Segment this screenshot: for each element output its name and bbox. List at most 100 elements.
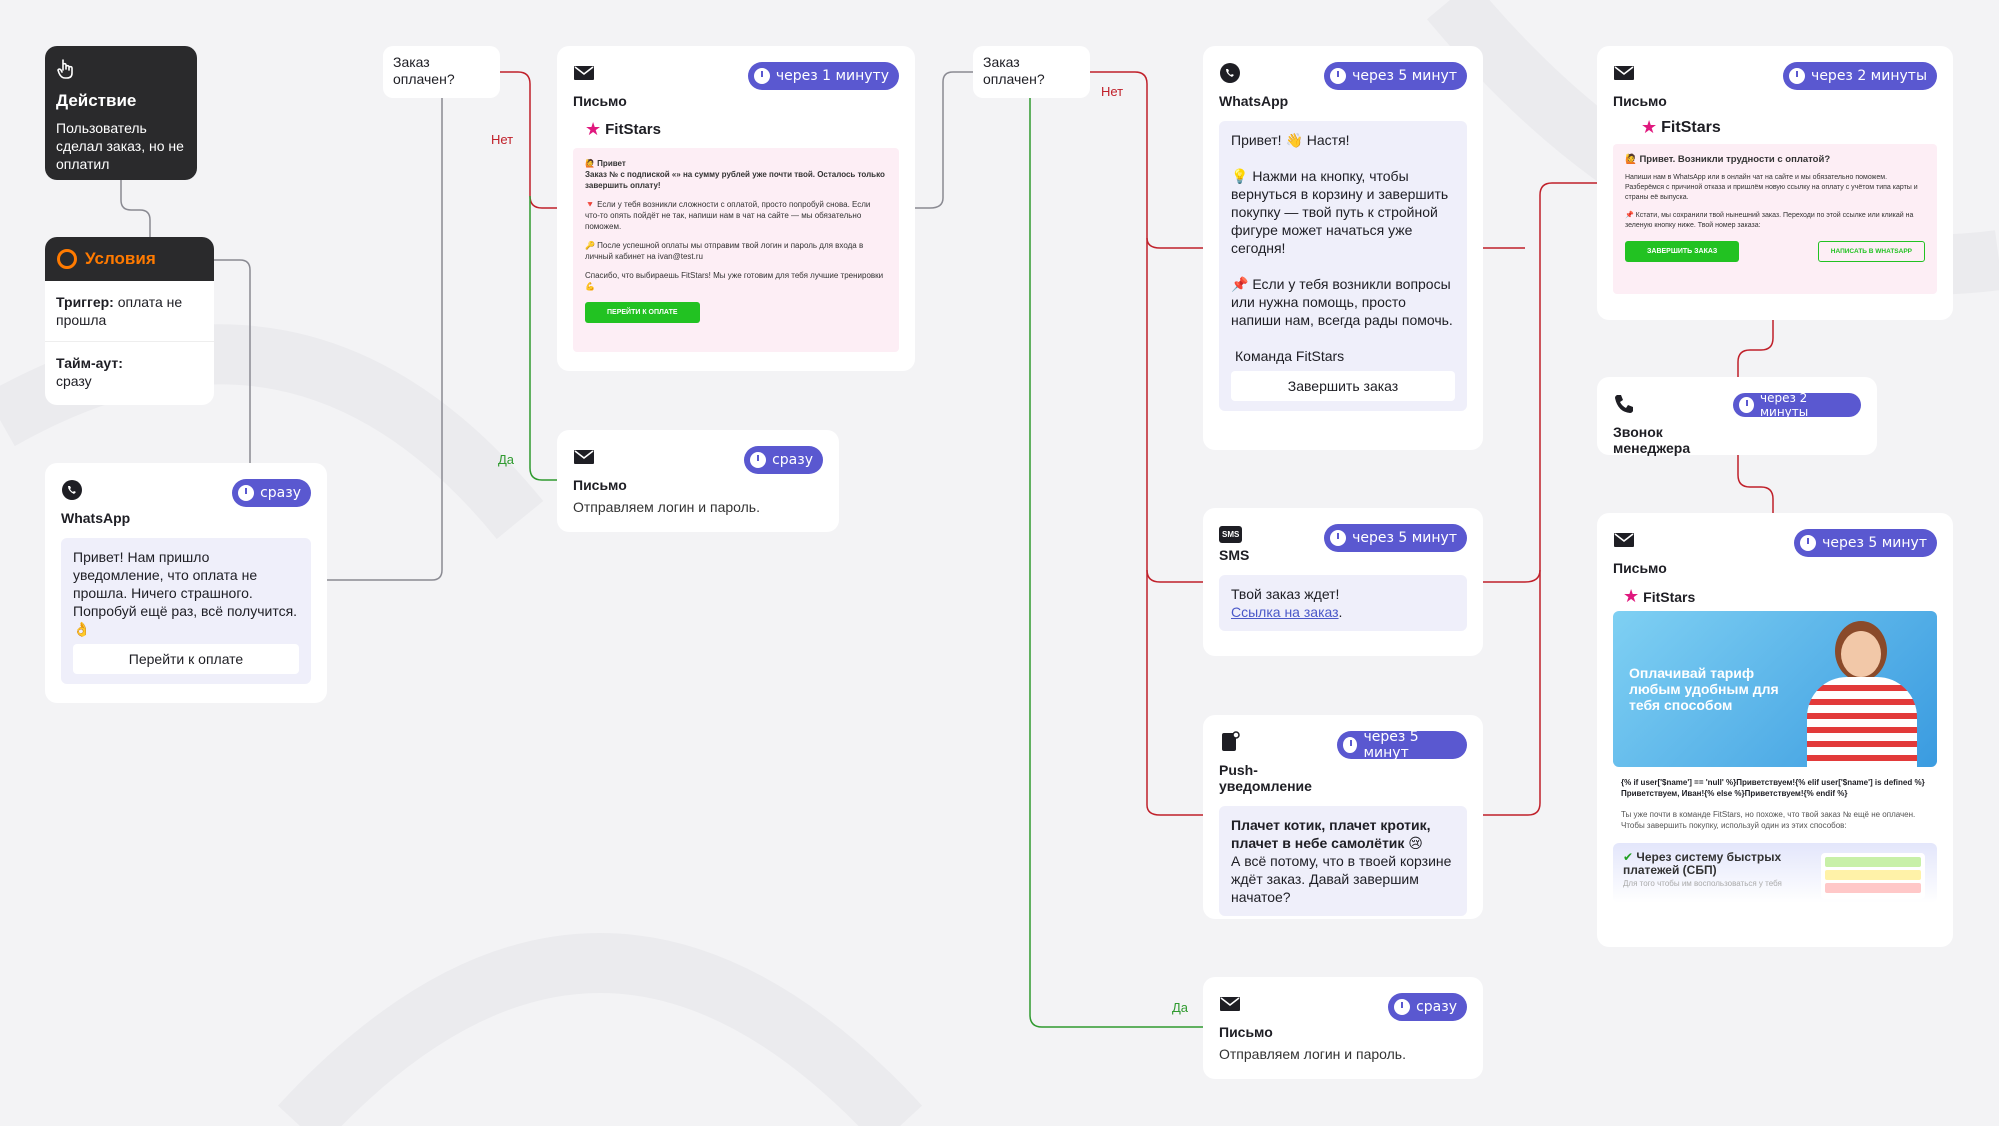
node-title: Письмо — [1613, 560, 1667, 576]
timer-icon — [1739, 397, 1754, 413]
timer-icon — [753, 68, 770, 84]
branch-label-yes: Да — [498, 452, 515, 467]
timing-badge: сразу — [232, 479, 311, 507]
timing-badge-label: через 5 минут — [1352, 68, 1457, 84]
complete-order-button[interactable]: Завершить заказ — [1231, 371, 1455, 401]
message-bubble: Привет! Нам пришло уведомление, что опла… — [61, 538, 311, 684]
timer-icon — [1343, 737, 1358, 753]
brand-logo: ★FitStars — [1623, 586, 1937, 607]
timer-icon — [238, 485, 255, 501]
whatsapp-icon — [1220, 63, 1240, 83]
envelope-icon — [574, 450, 594, 464]
push-bold-text: Плачет котик, плачет кротик, плачет в не… — [1231, 817, 1431, 851]
email-p3: Спасибо, что выбираешь FitStars! Мы уже … — [585, 271, 884, 291]
email-node-2[interactable]: Письмо сразу Отправляем логин и пароль. — [557, 430, 839, 532]
order-link[interactable]: Ссылка на заказ — [1231, 604, 1339, 620]
timing-badge: через 5 минут — [1324, 62, 1467, 90]
timing-badge-label: сразу — [1416, 999, 1457, 1015]
circle-icon — [57, 249, 77, 269]
email-preview: 🙋 Привет. Возникли трудности с оплатой? … — [1613, 144, 1937, 294]
brand-logo: ★FitStars — [1641, 117, 1937, 138]
check-icon: ✔ — [1623, 850, 1634, 864]
envelope-icon — [1614, 533, 1634, 547]
message-signature: Команда FitStars — [1235, 348, 1345, 364]
email-buttons: ЗАВЕРШИТЬ ЗАКАЗ НАПИСАТЬ В WHATSAPP — [1625, 241, 1925, 262]
whatsapp-node-1[interactable]: WhatsApp сразу Привет! Нам пришло уведом… — [45, 463, 327, 703]
question-node-2[interactable]: Заказ оплачен? — [973, 46, 1090, 98]
sbp-title: ✔ Через систему быстрых платежей (СБП) — [1623, 851, 1823, 877]
star-icon: ★ — [1623, 586, 1640, 606]
message-line1: Привет! 👋 Настя! — [1231, 132, 1350, 148]
hand-pointer-icon — [57, 59, 73, 79]
push-text: А всё потому, что в твоей корзине ждёт з… — [1231, 853, 1452, 905]
email-whatsapp-button[interactable]: НАПИСАТЬ В WHATSAPP — [1817, 241, 1925, 262]
email-node-4[interactable]: Письмо через 2 минуты ★FitStars 🙋 Привет… — [1597, 46, 1953, 320]
email-node-1[interactable]: Письмо через 1 минуту ★FitStars 🙋 Привет… — [557, 46, 915, 371]
conditions-node[interactable]: Условия Триггер: оплата не прошла Тайм-а… — [45, 237, 214, 405]
branch-label-no: Нет — [1101, 84, 1124, 99]
pay-button[interactable]: Перейти к оплате — [73, 644, 299, 674]
email-p1: Напиши нам в WhatsApp или в онлайн чат н… — [1625, 174, 1918, 201]
timing-badge: через 5 минут — [1324, 524, 1467, 552]
trigger-value: оплата не прошла — [56, 294, 183, 328]
sbp-subtext: Для того чтобы им воспользоваться у тебя — [1623, 879, 1782, 888]
phone-icon — [1615, 395, 1633, 413]
action-node[interactable]: Действие Пользователь сделал заказ, но н… — [45, 46, 197, 180]
timing-badge-label: через 5 минут — [1822, 535, 1927, 551]
timing-badge-label: через 2 минуты — [1759, 391, 1809, 419]
question-node-1[interactable]: Заказ оплачен? — [383, 46, 500, 98]
timing-badge-label: через 2 минуты — [1811, 68, 1927, 84]
sms-node[interactable]: SMS SMS через 5 минут Твой заказ ждет! С… — [1203, 508, 1483, 656]
email-node-5[interactable]: Письмо через 5 минут ★FitStars Оплачивай… — [1597, 513, 1953, 947]
brand-logo: ★FitStars — [585, 119, 899, 140]
email-line1: Заказ № с подпиской «» на сумму рублей у… — [585, 170, 885, 190]
banner-text: Оплачивай тариф любым удобным для тебя с… — [1629, 665, 1779, 713]
timing-badge: через 2 минуты — [1733, 391, 1861, 419]
push-node[interactable]: Push-уведомление через 5 минут Плачет ко… — [1203, 715, 1483, 919]
timer-icon — [1800, 535, 1817, 551]
person-photo — [1797, 617, 1917, 767]
email-greeting: 🙋 Привет — [585, 159, 626, 168]
message-bubble: Твой заказ ждет! Ссылка на заказ. — [1219, 575, 1467, 631]
action-title: Действие — [56, 91, 137, 110]
node-title: Письмо — [573, 477, 627, 493]
email-banner: Оплачивай тариф любым удобным для тебя с… — [1613, 611, 1937, 767]
trigger-label: Триггер: — [56, 294, 114, 310]
timer-icon — [1330, 530, 1347, 546]
message-bubble: Плачет котик, плачет кротик, плачет в не… — [1219, 806, 1467, 916]
timing-badge-label: через 5 минут — [1352, 530, 1457, 546]
conditions-title: Условия — [85, 249, 156, 268]
email-complete-button[interactable]: ЗАВЕРШИТЬ ЗАКАЗ — [1625, 241, 1740, 262]
branch-label-no: Нет — [491, 132, 514, 147]
email-head: 🙋 Привет. Возникли трудности с оплатой? — [1625, 154, 1831, 165]
brand-name: FitStars — [1661, 118, 1721, 136]
node-title: Звонок менеджера — [1613, 424, 1691, 456]
node-title: WhatsApp — [61, 510, 131, 526]
email-pay-button[interactable]: ПЕРЕЙТИ К ОПЛАТЕ — [585, 302, 700, 323]
timeout-value: сразу — [56, 373, 92, 389]
timer-icon — [1330, 68, 1347, 84]
timing-badge-label: через 1 минуту — [775, 68, 889, 84]
whatsapp-node-2[interactable]: WhatsApp через 5 минут Привет! 👋 Настя! … — [1203, 46, 1483, 450]
timing-badge-label: через 5 минут — [1363, 729, 1419, 761]
message-text: Привет! Нам пришло уведомление, что опла… — [73, 549, 298, 637]
timing-badge: сразу — [744, 446, 823, 474]
star-icon: ★ — [585, 119, 602, 139]
action-text: Пользователь сделал заказ, но не оплатил — [56, 120, 184, 172]
message-bubble: Привет! 👋 Настя! 💡 Нажми на кнопку, чтоб… — [1219, 121, 1467, 411]
node-description: Отправляем логин и пароль. — [573, 499, 760, 515]
node-title: WhatsApp — [1219, 93, 1289, 109]
email-text: Ты уже почти в команде FitStars, но похо… — [1621, 810, 1916, 830]
node-title: Письмо — [573, 93, 627, 109]
sms-text: Твой заказ ждет! — [1231, 586, 1340, 602]
timeout-label: Тайм-аут: — [56, 355, 123, 371]
email-node-3[interactable]: Письмо сразу Отправляем логин и пароль. — [1203, 977, 1483, 1079]
call-node[interactable]: Звонок менеджера через 2 минуты — [1597, 377, 1877, 456]
push-notification-icon — [1222, 731, 1240, 751]
email-p2: 📌 Кстати, мы сохранили твой нынешний зак… — [1625, 212, 1914, 229]
envelope-icon — [574, 66, 594, 80]
timing-badge: через 5 минут — [1794, 529, 1937, 557]
conditions-header: Условия — [45, 237, 214, 281]
brand-name: FitStars — [605, 121, 661, 138]
email-preview: 🙋 Привет Заказ № с подпиской «» на сумму… — [573, 148, 899, 352]
